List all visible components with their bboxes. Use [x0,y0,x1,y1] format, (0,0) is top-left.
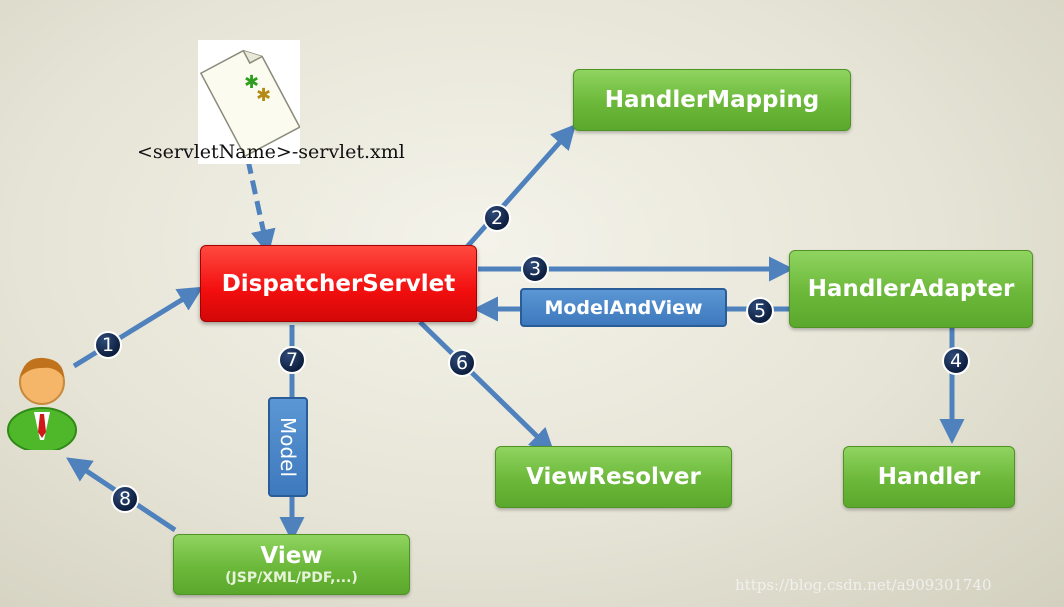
step-badge-4: 4 [942,347,970,375]
handler-mapping-node: HandlerMapping [573,69,851,131]
step-badge-5: 5 [746,297,774,325]
view-resolver-node: ViewResolver [495,446,732,508]
model-label-wrap: Model [268,397,308,497]
user-icon [7,357,77,450]
view-resolver-label: ViewResolver [526,464,701,490]
config-file-label: <servletName>-servlet.xml [137,141,405,163]
svg-text:✱: ✱ [256,85,271,106]
step-badge-1: 1 [94,331,122,359]
svg-text:✱: ✱ [244,72,259,93]
arrow-step-1 [72,286,204,369]
arrow-config-to-dispatcher [245,159,276,255]
dispatcher-servlet-node: DispatcherServlet [200,245,477,322]
model-box [268,397,308,497]
handler-mapping-label: HandlerMapping [604,87,820,113]
view-label: View [260,542,323,569]
model-and-view-box: ModelAndView [520,288,727,327]
step-badge-8: 8 [111,485,139,513]
step-badge-3: 3 [521,255,549,283]
handler-adapter-label: HandlerAdapter [807,276,1015,302]
step-badge-6: 6 [448,349,476,377]
handler-node: Handler [843,446,1015,508]
step-badge-2: 2 [483,204,511,232]
handler-label: Handler [877,464,981,490]
model-and-view-label: ModelAndView [544,296,703,319]
dispatcher-servlet-label: DispatcherServlet [221,270,456,297]
view-node: View (JSP/XML/PDF,...) [173,534,410,595]
step-badge-7: 7 [278,346,306,374]
arrow-step-2 [464,124,576,250]
xml-file-icon: ✱ ✱ [198,40,300,164]
watermark-text: https://blog.csdn.net/a909301740 [735,576,992,594]
handler-adapter-node: HandlerAdapter [789,250,1033,328]
view-sublabel: (JSP/XML/PDF,...) [225,569,358,586]
model-label: Model [276,416,300,478]
arrow-step-6 [418,320,555,454]
